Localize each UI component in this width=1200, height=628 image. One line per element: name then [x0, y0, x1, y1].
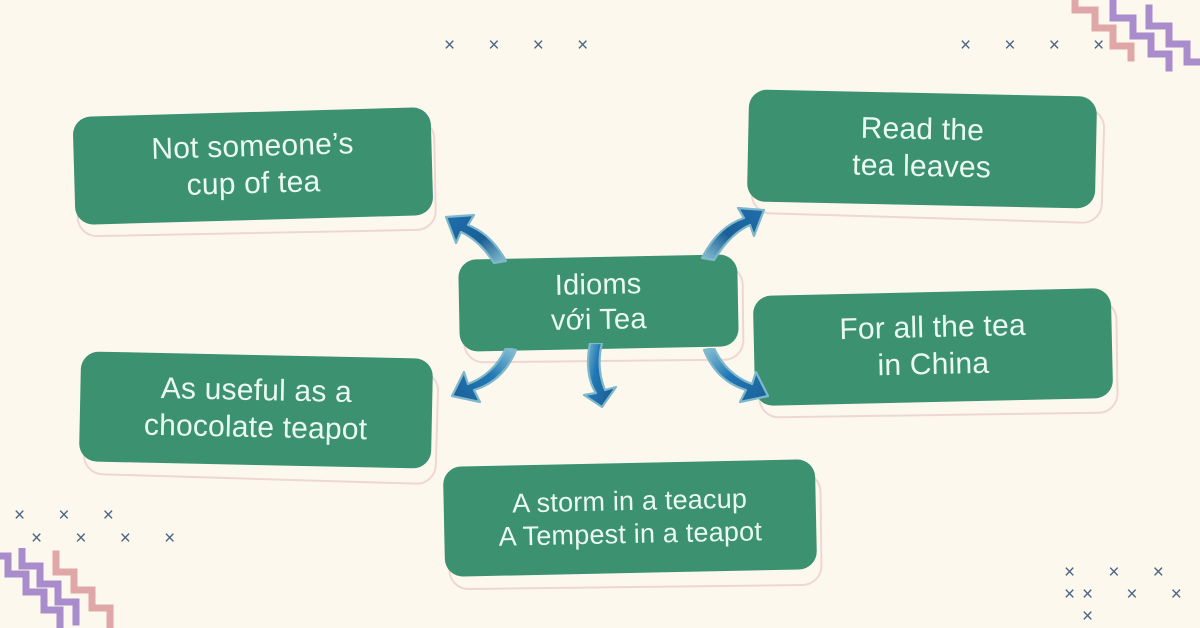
x-marks-bottom-left-upper: × × × [14, 505, 128, 526]
center-topic-label: Idioms với Tea [550, 267, 647, 337]
x-marks-bottom-left-lower: × × × × [31, 528, 190, 549]
x-marks-bottom-right-upper: × × × × [1064, 562, 1178, 605]
idiom-card-not-someones-cup-of-tea[interactable]: Not someone’s cup of tea [72, 107, 434, 225]
x-marks-bottom-right-lower: × × × × [1082, 584, 1196, 627]
arrow-up-right-icon [700, 206, 766, 262]
arrow-up-left-icon [444, 213, 508, 265]
idiom-card-label: Read the tea leaves [851, 112, 992, 185]
idiom-card-label: For all the tea in China [838, 309, 1027, 383]
idiom-card-for-all-the-tea-in-china[interactable]: For all the tea in China [752, 287, 1114, 407]
arrow-down-left-icon [450, 348, 518, 404]
idiom-card-read-the-tea-leaves[interactable]: Read the tea leaves [746, 89, 1098, 209]
idiom-card-label: A storm in a teacup A Tempest in a teapo… [498, 483, 763, 552]
x-marks-top-right: × × × × [960, 35, 1119, 56]
center-topic-card[interactable]: Idioms với Tea [458, 254, 739, 352]
staircase-decoration-top-right [1071, 0, 1200, 72]
idiom-card-a-storm-in-a-teacup[interactable]: A storm in a teacup A Tempest in a teapo… [442, 459, 818, 577]
idiom-card-label: As useful as a chocolate teapot [143, 372, 368, 447]
idiom-card-as-useful-as-a-chocolate-teapot[interactable]: As useful as a chocolate teapot [78, 351, 434, 469]
x-marks-top-center: × × × × [444, 35, 603, 56]
idiom-card-label: Not someone’s cup of tea [150, 127, 354, 202]
staircase-decoration-bottom-left [0, 548, 114, 628]
arrow-down-right-icon [702, 348, 770, 404]
arrow-down-icon [582, 343, 618, 409]
